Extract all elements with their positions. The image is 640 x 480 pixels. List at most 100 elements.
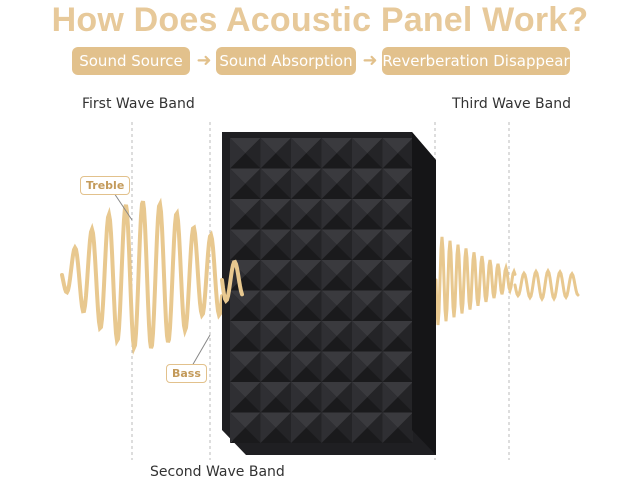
bass-pointer-line bbox=[191, 334, 211, 367]
foam-pyramid-face bbox=[321, 351, 337, 382]
foam-pyramid-face bbox=[291, 321, 322, 337]
foam-pyramid-face bbox=[352, 427, 383, 443]
foam-pyramid-face bbox=[230, 427, 261, 443]
foam-pyramid-face bbox=[230, 305, 261, 321]
foam-pyramid-face bbox=[260, 366, 291, 382]
foam-pyramid-face bbox=[352, 321, 383, 337]
foam-pyramid-face bbox=[291, 138, 322, 154]
foam-pyramid-face bbox=[382, 351, 398, 382]
foam-pyramid-face bbox=[352, 229, 383, 245]
page-title: How Does Acoustic Panel Work? bbox=[51, 1, 589, 39]
foam-pyramid-face bbox=[352, 412, 383, 428]
foam-pyramid-face bbox=[382, 229, 398, 260]
foam-pyramid-face bbox=[382, 138, 413, 154]
foam-pyramid-face bbox=[352, 138, 383, 154]
foam-pyramid-face bbox=[260, 199, 276, 230]
foam-pyramid-face bbox=[382, 321, 413, 337]
treble-tag: Treble bbox=[80, 176, 131, 195]
foam-pyramid-face bbox=[397, 138, 413, 169]
step-sound-source: Sound Source bbox=[72, 47, 190, 75]
foam-pyramid-face bbox=[260, 168, 276, 199]
foam-pyramid-face bbox=[382, 275, 413, 291]
step-reverberation-disappear: Reverberation Disappear bbox=[382, 47, 570, 75]
foam-pyramid-face bbox=[291, 260, 322, 276]
foam-pyramid-face bbox=[291, 412, 307, 443]
foam-pyramid-face bbox=[352, 366, 383, 382]
foam-pyramid-face bbox=[367, 412, 383, 443]
foam-pyramid-face bbox=[352, 305, 383, 321]
foam-pyramid-face bbox=[321, 229, 352, 245]
foam-pyramid-face bbox=[382, 321, 398, 352]
foam-pyramid-face bbox=[352, 382, 383, 398]
foam-pyramid-face bbox=[352, 214, 383, 230]
foam-pyramid-face bbox=[260, 397, 291, 413]
foam-pyramid-face bbox=[336, 229, 352, 260]
foam-pyramid-face bbox=[382, 199, 398, 230]
step-sound-absorption: Sound Absorption bbox=[216, 47, 356, 75]
foam-pyramid-face bbox=[397, 290, 413, 321]
foam-pyramid-face bbox=[321, 397, 352, 413]
foam-pyramid-face bbox=[352, 168, 368, 199]
foam-pyramid-face bbox=[336, 199, 352, 230]
foam-pyramid-face bbox=[321, 321, 352, 337]
foam-pyramid-face bbox=[306, 168, 322, 199]
foam-pyramid-face bbox=[245, 351, 261, 382]
foam-pyramid-face bbox=[382, 366, 413, 382]
foam-pyramid-face bbox=[230, 275, 261, 291]
foam-pyramid-face bbox=[397, 321, 413, 352]
foam-pyramid-face bbox=[230, 366, 261, 382]
residual-sound-wave bbox=[513, 267, 580, 303]
foam-pyramid-face bbox=[382, 183, 413, 199]
foam-pyramid-face bbox=[382, 427, 413, 443]
wave-hitting-panel bbox=[220, 259, 244, 304]
foam-pyramid-face bbox=[291, 397, 322, 413]
foam-pyramid-face bbox=[352, 199, 368, 230]
foam-pyramid-face bbox=[382, 214, 413, 230]
foam-pyramid-face bbox=[306, 290, 322, 321]
foam-pyramid-face bbox=[321, 229, 337, 260]
foam-pyramid-face bbox=[352, 260, 368, 291]
foam-pyramid-face bbox=[382, 290, 398, 321]
foam-pyramid-face bbox=[245, 412, 261, 443]
foam-pyramid-face bbox=[291, 351, 322, 367]
foam-pyramid-face bbox=[291, 290, 307, 321]
foam-pyramid-face bbox=[321, 290, 337, 321]
foam-pyramid-face bbox=[260, 382, 291, 398]
foam-pyramid-face bbox=[230, 168, 246, 199]
foam-pyramid-face bbox=[260, 351, 291, 367]
foam-pyramid-face bbox=[321, 153, 352, 169]
foam-pyramid-face bbox=[397, 168, 413, 199]
foam-pyramid-face bbox=[321, 244, 352, 260]
foam-pyramid-face bbox=[321, 138, 352, 154]
foam-pyramid-face bbox=[291, 214, 322, 230]
foam-pyramid-face bbox=[382, 168, 413, 184]
foam-pyramid-face bbox=[382, 260, 413, 276]
foam-pyramid-face bbox=[291, 305, 322, 321]
foam-pyramid-face bbox=[260, 183, 291, 199]
foam-pyramid-face bbox=[382, 229, 413, 245]
foam-pyramid-face bbox=[352, 199, 383, 215]
foam-pyramid-face bbox=[382, 305, 413, 321]
foam-pyramid-face bbox=[382, 397, 413, 413]
foam-pyramid-face bbox=[260, 336, 291, 352]
foam-pyramid-face bbox=[397, 412, 413, 443]
foam-pyramid-face bbox=[245, 168, 261, 199]
foam-pyramid-face bbox=[230, 153, 261, 169]
foam-pyramid-grid bbox=[230, 138, 413, 443]
foam-pyramid-face bbox=[291, 260, 307, 291]
foam-pyramid-face bbox=[260, 321, 276, 352]
foam-pyramid-face bbox=[382, 290, 413, 306]
foam-pyramid-face bbox=[352, 397, 383, 413]
foam-pyramid-face bbox=[321, 351, 352, 367]
second-wave-band-label: Second Wave Band bbox=[150, 464, 285, 480]
foam-pyramid-face bbox=[336, 412, 352, 443]
foam-pyramid-face bbox=[230, 351, 246, 382]
foam-pyramid-face bbox=[367, 199, 383, 230]
foam-pyramid-face bbox=[352, 290, 383, 306]
foam-pyramid-face bbox=[260, 244, 291, 260]
foam-pyramid-face bbox=[367, 260, 383, 291]
foam-pyramid-face bbox=[336, 382, 352, 413]
foam-pyramid-face bbox=[275, 199, 291, 230]
foam-pyramid-face bbox=[306, 199, 322, 230]
